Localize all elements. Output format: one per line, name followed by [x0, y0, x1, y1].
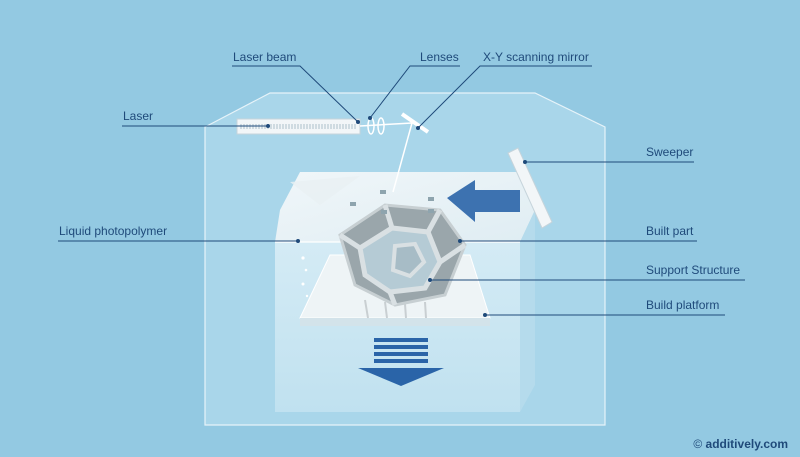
leader-xy-mirror	[417, 65, 592, 129]
label-laser: Laser	[123, 109, 154, 123]
label-built-part: Built part	[646, 224, 694, 238]
copyright-symbol: ©	[693, 437, 703, 451]
leader-lenses	[369, 65, 460, 119]
resin-surface-marks	[350, 190, 434, 214]
leader-lines	[58, 65, 745, 316]
label-support-structure: Support Structure	[646, 263, 741, 277]
label-xy-scanning-mirror: X-Y scanning mirror	[483, 50, 589, 64]
label-sweeper: Sweeper	[646, 145, 694, 159]
label-laser-beam: Laser beam	[233, 50, 297, 64]
vat-side	[520, 210, 535, 412]
copyright-credit: © additively.com	[693, 437, 788, 451]
resin-ripple	[290, 176, 360, 205]
down-arrow	[358, 338, 444, 386]
sweeper	[507, 147, 553, 229]
leader-dots	[266, 116, 527, 317]
sweeper-arrow	[447, 180, 520, 222]
label-lenses: Lenses	[420, 50, 459, 64]
label-build-platform: Build platform	[646, 298, 720, 312]
credit-brand: additively.com	[705, 437, 788, 451]
leader-laser-beam	[232, 65, 359, 123]
support-structure	[364, 299, 427, 319]
label-liquid-photopolymer: Liquid photopolymer	[59, 224, 168, 238]
laser-beam	[359, 122, 413, 193]
resin-bubbles	[301, 256, 309, 298]
xy-scanning-mirror	[400, 112, 430, 134]
